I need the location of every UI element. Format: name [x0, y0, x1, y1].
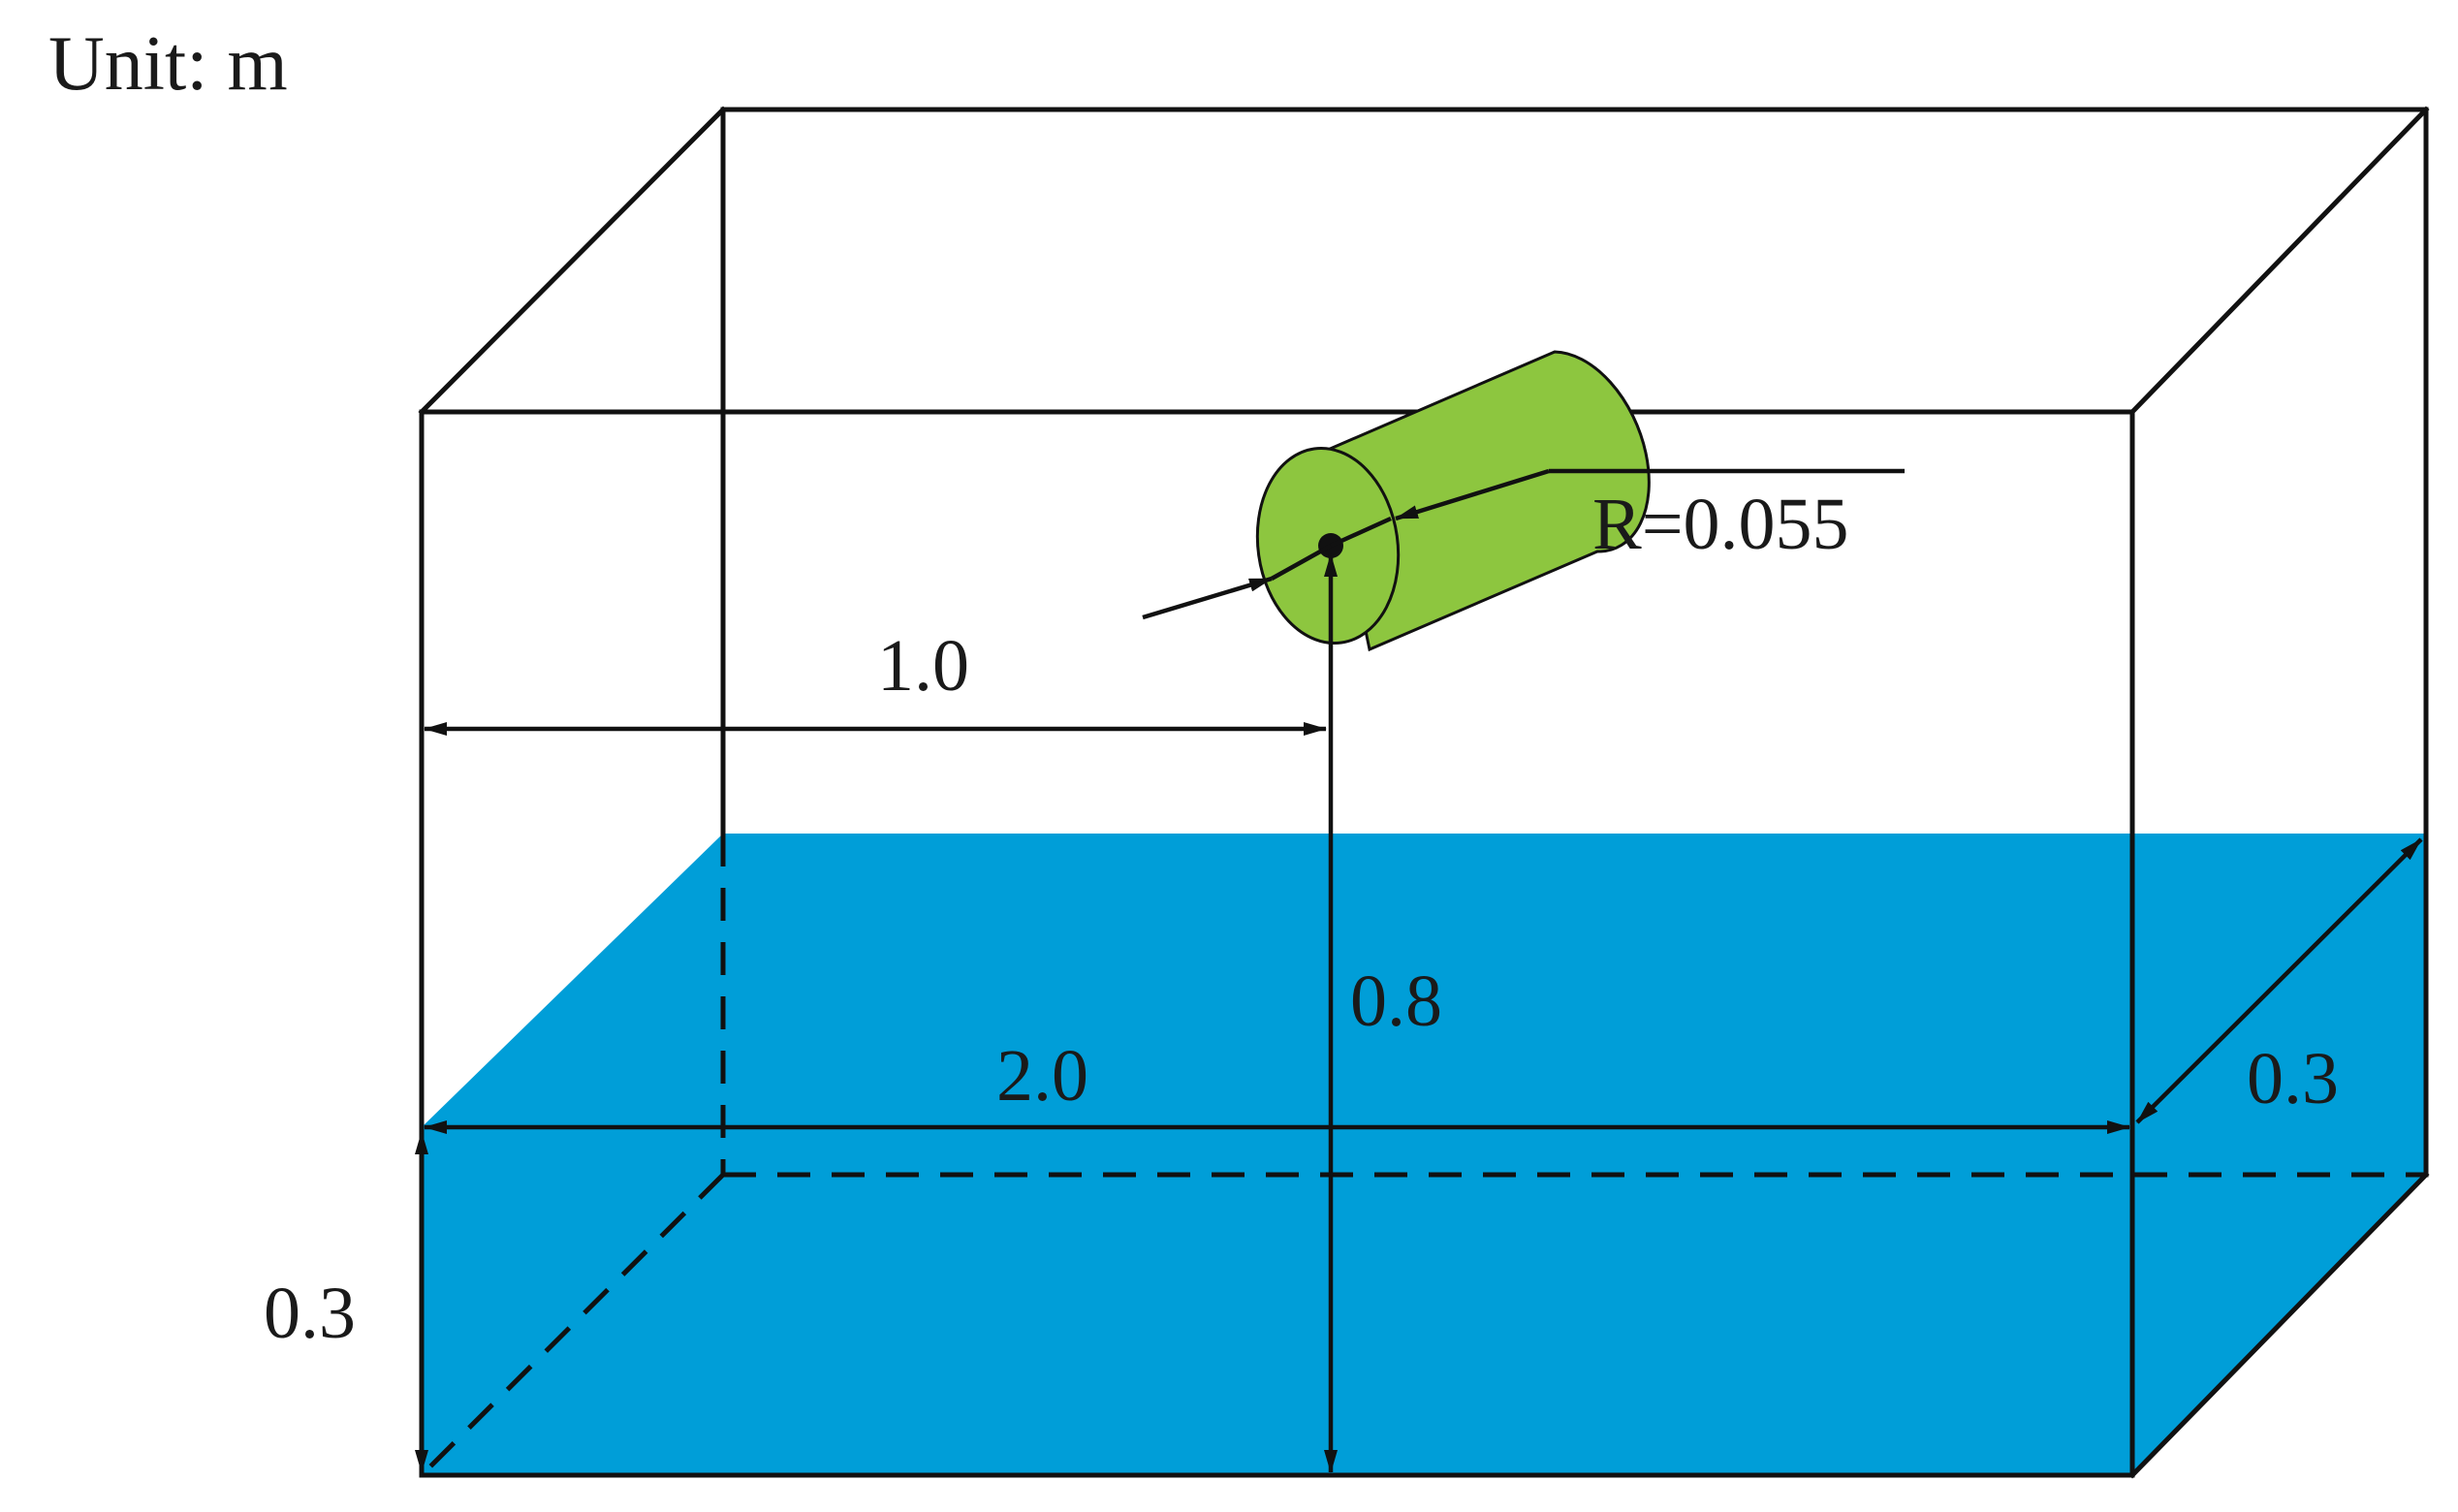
dim-0-3-width-line: [2135, 837, 2423, 1124]
radius-dimension: [1142, 468, 1905, 620]
tank-hidden-edges: [420, 834, 2426, 1477]
unit-label: Unit: m: [48, 21, 288, 107]
dim-0-8-label: 0.8: [1350, 961, 1442, 1042]
water-front-face: [422, 1127, 2132, 1475]
dim-0-3-width-label: 0.3: [2247, 1038, 2339, 1119]
cylinder: [1255, 350, 1651, 652]
radius-label: R=0.055: [1592, 484, 1849, 565]
dim-1-0-label: 1.0: [877, 625, 969, 707]
tank-edges: [418, 106, 2430, 1479]
dim-2-0-label: 2.0: [996, 1035, 1088, 1117]
water-surface: [422, 834, 2426, 1127]
dim-0-3-depth-label: 0.3: [264, 1273, 356, 1354]
cylinder-body: [1326, 350, 1651, 652]
water-volume: [422, 834, 2426, 1475]
dimension-lines: [415, 553, 2423, 1473]
